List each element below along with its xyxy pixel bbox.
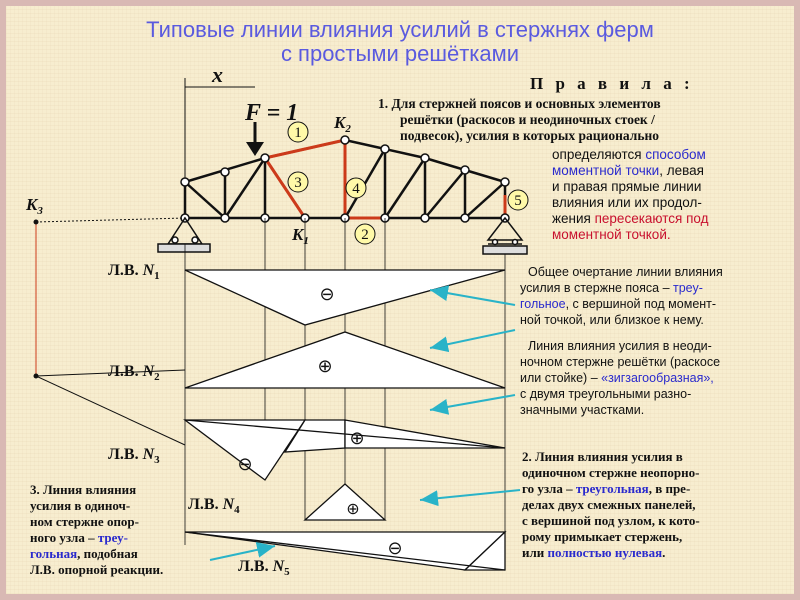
pointer-arrows	[209, 285, 521, 561]
svg-text:⊖: ⊖	[387, 538, 402, 558]
force-label: F = 1	[244, 100, 298, 126]
right-support	[482, 216, 528, 255]
label-il-n2: Л.В. N2	[108, 363, 160, 384]
plus-sign: ⊕	[317, 356, 332, 376]
member-3-marker: 3	[287, 171, 309, 193]
rule-2: 2. Линия влияния усилия в одиночном стер…	[522, 449, 700, 560]
highlighted-members	[263, 138, 507, 220]
svg-text:3: 3	[294, 175, 302, 191]
force-arrow: F = 1	[244, 100, 298, 156]
k3-label: K3	[25, 195, 43, 217]
member-number-markers: 1 2 3 4 5	[287, 121, 529, 245]
rules-heading: П р а в и л а :	[530, 74, 694, 93]
label-il-n3: Л.В. N3	[108, 446, 160, 467]
member-2-marker: 2	[354, 223, 376, 245]
svg-text:⊕: ⊕	[349, 428, 364, 448]
svg-text:1: 1	[294, 125, 302, 141]
k2-label: K2	[333, 113, 351, 135]
x-label: x	[211, 62, 223, 87]
influence-line-n5: ⊖	[184, 530, 507, 571]
influence-line-n2: ⊕	[184, 331, 506, 389]
x-dimension: x	[184, 62, 255, 182]
left-support	[157, 216, 211, 253]
k1-label: K1	[291, 225, 309, 247]
note-chord: Общее очертание линии влияния усилия в с…	[520, 265, 723, 327]
title-line-2: с простыми решётками	[280, 41, 520, 66]
title-line-1: Типовые линии влияния усилий в стержнях …	[146, 17, 654, 42]
slide-title: Типовые линии влияния усилий в стержнях …	[120, 18, 680, 66]
svg-text:2: 2	[361, 227, 369, 243]
note-web: Линия влияния усилия в неоди- ночном сте…	[520, 339, 721, 417]
k3-extension	[35, 217, 186, 446]
label-il-n4: Л.В. N4	[188, 496, 240, 517]
minus-sign: ⊖	[319, 284, 334, 304]
influence-line-n1: ⊖	[184, 269, 506, 326]
label-il-n1: Л.В. N1	[108, 262, 160, 283]
member-1-marker: 1	[287, 121, 309, 143]
svg-text:4: 4	[352, 181, 360, 197]
svg-text:⊕: ⊕	[346, 501, 359, 518]
label-il-n5: Л.В. N5	[238, 558, 290, 579]
rule-1-continued: определяются способом моментной точки, л…	[552, 147, 709, 242]
influence-line-n3: ⊖ ⊕	[183, 419, 506, 481]
member-5-marker: 5	[507, 189, 529, 211]
truss-nodes	[180, 135, 510, 223]
rule-3: 3. Линия влияния усилия в одиноч- ном ст…	[30, 482, 164, 577]
svg-text:5: 5	[514, 193, 522, 209]
svg-text:⊖: ⊖	[237, 454, 252, 474]
moment-point-labels: K2 K1 K3	[25, 113, 351, 247]
member-4-marker: 4	[345, 177, 367, 199]
influence-line-n4: ⊕	[303, 483, 387, 521]
rule-1: 1. Для стержней поясов и основных элемен…	[378, 96, 661, 143]
